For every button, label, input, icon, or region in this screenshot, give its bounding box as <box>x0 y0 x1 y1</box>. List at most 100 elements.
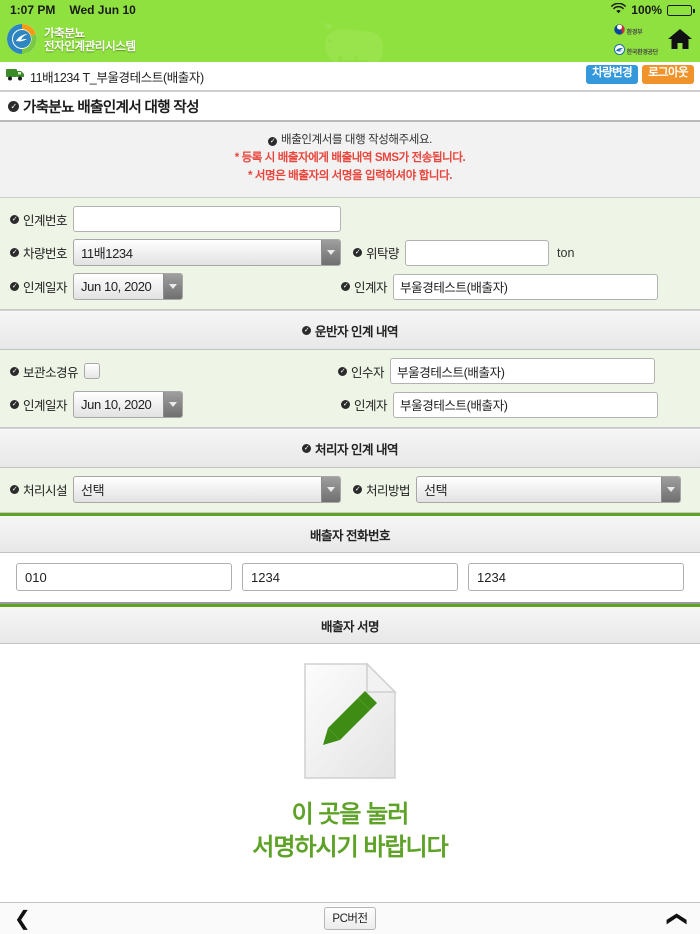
entrust-qty-label: ✓위탁량 <box>353 243 400 262</box>
truck-icon <box>6 67 25 86</box>
app-logo-line1: 가축분뇨 <box>44 28 85 41</box>
transfer-no-label: ✓인계번호 <box>10 210 68 229</box>
gov-logo-keco-label: 한국환경공단 <box>626 49 659 56</box>
asterisk-icon: * <box>247 169 253 182</box>
status-time: 1:07 PM <box>10 3 56 17</box>
transporter-transferor-input[interactable] <box>393 391 659 418</box>
vehicle-no-label: ✓차량번호 <box>10 243 68 262</box>
processor-section-title: 처리자 인계 내역 <box>315 442 398 457</box>
phone-section-header: 배출자 전화번호 <box>0 513 700 554</box>
app-logo[interactable]: 가축분뇨 전자인계관리시스템 <box>0 23 136 60</box>
transfer-no-row: ✓인계번호 <box>10 206 690 233</box>
entrust-qty-label-text: 위탁량 <box>366 247 400 262</box>
bullet-icon: ✓ <box>10 366 19 376</box>
facility-select[interactable]: 선택 <box>73 476 342 504</box>
transferor-input[interactable] <box>393 273 659 300</box>
receiver-label-text: 인수자 <box>351 365 385 380</box>
bullet-icon: ✓ <box>302 443 312 453</box>
nav-vehicle-info: 11배1234 T_부울경테스트(배출자) <box>30 70 204 85</box>
transfer-date-picker[interactable]: Jun 10, 2020 <box>73 273 184 301</box>
storage-via-label-text: 보관소경유 <box>23 365 79 380</box>
storage-receiver-row: ✓보관소경유 ✓인수자 <box>10 358 690 385</box>
pc-version-button[interactable]: PC버전 <box>324 907 376 930</box>
processor-row: ✓처리시설 선택 ✓처리방법 선택 <box>10 476 690 504</box>
gov-logo-moe-label: 환경부 <box>626 29 643 36</box>
signature-prompt-line1: 이 곳을 눌러 <box>291 801 410 829</box>
vehicle-no-value: 11배1234 <box>81 246 133 262</box>
transporter-section-title: 운반자 인계 내역 <box>315 324 398 339</box>
bullet-icon: ✓ <box>341 400 351 410</box>
notice-text-1: 배출인계서를 대행 작성해주세요. <box>281 134 432 146</box>
logout-button[interactable]: 로그아웃 <box>642 65 694 84</box>
main-form-section: ✓인계번호 ✓차량번호 11배1234 ✓위탁량 ton ✓인계일자 Jun 1… <box>0 198 700 311</box>
notice-text-2: 등록 시 배출자에게 배출내역 SMS가 전송됩니다. <box>241 151 466 164</box>
phone-input-row <box>0 553 700 605</box>
transporter-transferor-label-text: 인계자 <box>354 399 388 414</box>
chevron-left-icon[interactable]: ❮ <box>14 907 31 930</box>
battery-full-icon <box>667 4 695 16</box>
transporter-date-row: ✓인계일자 Jun 10, 2020 ✓인계자 <box>10 391 690 419</box>
phone-part3-input[interactable] <box>468 563 684 592</box>
gov-logo-moe: 환경부 <box>613 22 658 40</box>
notice-text-3: 서명은 배출자의 서명을 입력하셔야 합니다. <box>254 169 453 182</box>
vehicle-qty-row: ✓차량번호 11배1234 ✓위탁량 ton <box>10 239 690 267</box>
bullet-icon: ✓ <box>10 400 19 410</box>
gov-logo-keco: 한국환경공단 <box>613 42 659 60</box>
swirl-emblem-icon <box>6 23 38 60</box>
change-vehicle-button[interactable]: 차량변경 <box>586 65 639 84</box>
pig-silhouette-icon <box>310 20 390 62</box>
bullet-icon: ✓ <box>338 366 348 376</box>
method-select[interactable]: 선택 <box>416 476 682 504</box>
bottom-toolbar: ❮ PC버전 ❮ <box>0 902 700 934</box>
ios-status-bar: 1:07 PM Wed Jun 10 100% <box>0 0 700 20</box>
taegeuk-icon <box>613 22 625 40</box>
receiver-label: ✓인수자 <box>338 362 385 381</box>
transfer-date-label: ✓인계일자 <box>10 277 68 296</box>
status-date: Wed Jun 10 <box>69 3 136 17</box>
method-label-text: 처리방법 <box>366 484 411 499</box>
home-icon[interactable] <box>668 28 692 55</box>
header-right-cluster: 환경부 한국환경공단 <box>613 20 692 62</box>
signature-prompt: 이 곳을 눌러 서명하시기 바랍니다 <box>252 799 448 864</box>
bullet-icon: ✓ <box>10 282 19 292</box>
facility-label: ✓ 처리시설 <box>10 480 68 499</box>
bullet-icon: ✓ <box>8 100 19 112</box>
transferor-label: ✓인계자 <box>341 277 388 296</box>
transporter-date-picker[interactable]: Jun 10, 2020 <box>73 391 184 419</box>
notice-block: ✓배출인계서를 대행 작성해주세요. * 등록 시 배출자에게 배출내역 SMS… <box>0 122 700 199</box>
page-title: ✓ 가축분뇨 배출인계서 대행 작성 <box>0 92 700 122</box>
method-value: 선택 <box>424 483 448 499</box>
chevron-up-icon[interactable]: ❮ <box>666 910 689 927</box>
entrust-qty-unit: ton <box>557 245 575 260</box>
signature-pad-area[interactable]: 이 곳을 눌러 서명하시기 바랍니다 <box>0 644 700 872</box>
phone-section-title: 배출자 전화번호 <box>310 528 390 543</box>
nav-action-buttons: 차량변경 로그아웃 <box>586 65 694 84</box>
phone-part1-input[interactable] <box>16 563 232 592</box>
notice-line-2: * 등록 시 배출자에게 배출내역 SMS가 전송됩니다. <box>0 150 700 168</box>
transfer-no-input[interactable] <box>73 206 342 233</box>
facility-value: 선택 <box>81 483 105 499</box>
vehicle-no-select[interactable]: 11배1234 <box>73 239 342 267</box>
transfer-no-label-text: 인계번호 <box>23 213 68 228</box>
entrust-qty-input[interactable] <box>405 239 550 266</box>
bullet-icon: ✓ <box>353 485 363 495</box>
notice-line-3: * 서명은 배출자의 서명을 입력하셔야 합니다. <box>0 168 700 186</box>
storage-via-checkbox[interactable] <box>84 363 101 380</box>
bullet-icon: ✓ <box>302 325 312 335</box>
method-label: ✓처리방법 <box>353 480 411 499</box>
transfer-date-value: Jun 10, 2020 <box>81 279 152 295</box>
status-right-cluster: 100% <box>611 0 695 20</box>
phone-part2-input[interactable] <box>242 563 458 592</box>
signature-section-title: 배출자 서명 <box>321 619 379 634</box>
signature-prompt-line2: 서명하시기 바랍니다 <box>252 833 448 861</box>
bullet-icon: ✓ <box>10 485 19 495</box>
chevron-down-icon <box>321 477 341 503</box>
storage-via-label: ✓ 보관소경유 <box>10 362 79 381</box>
facility-label-text: 처리시설 <box>23 484 68 499</box>
receiver-input[interactable] <box>390 358 656 385</box>
transporter-form-section: ✓보관소경유 ✓인수자 ✓인계일자 Jun 10, 2020 ✓인계자 <box>0 350 700 429</box>
page-title-text: 가축분뇨 배출인계서 대행 작성 <box>23 99 200 116</box>
chevron-down-icon <box>321 240 341 266</box>
transferor-label-text: 인계자 <box>354 281 388 296</box>
app-logo-line2: 전자인계관리시스템 <box>44 41 136 53</box>
